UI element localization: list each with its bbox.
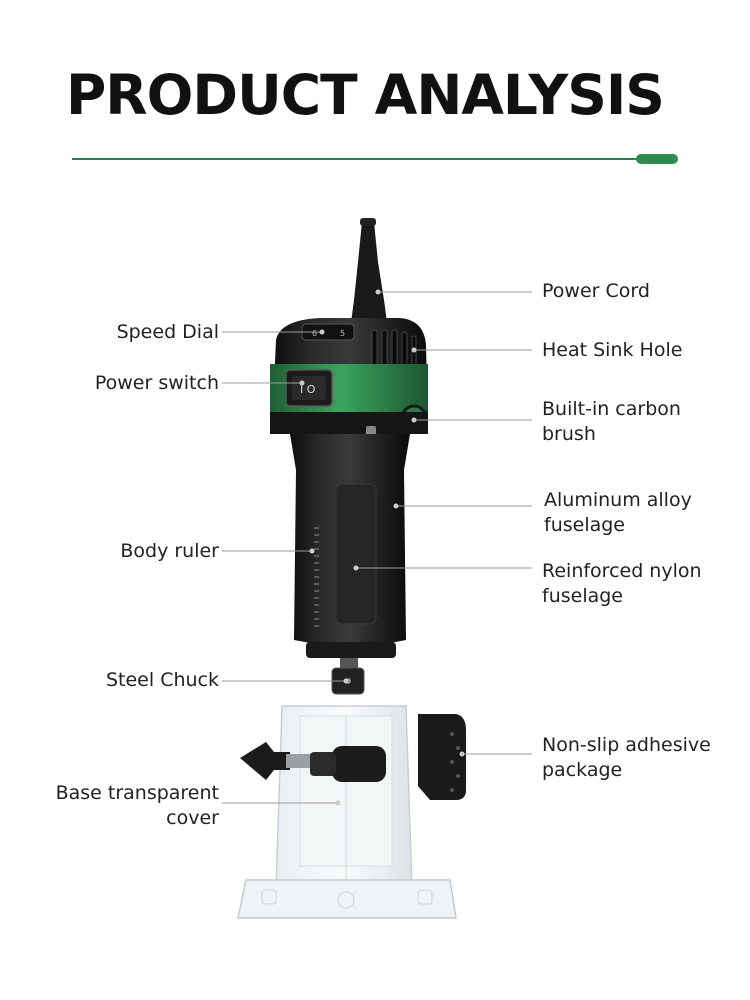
label-heat-sink-hole: Heat Sink Hole [542,339,683,361]
depth-lock-knob [240,742,290,780]
power-cord-tip [360,218,376,226]
label-nonslip-package: Non-slip adhesive package [542,734,711,781]
body-ruler-ticks [314,527,319,627]
title-divider-accent [636,154,678,164]
non-slip-adhesive-package [418,714,466,800]
label-base-cover: Base transparent cover [55,782,219,829]
speed-dial-mark-5: 5 [340,329,345,338]
power-switch-mark: I O [300,383,316,396]
label-speed-dial: Speed Dial [116,321,219,343]
label-steel-chuck: Steel Chuck [105,669,219,691]
title-divider [72,158,642,160]
label-nylon-fuselage: Reinforced nylon fuselage [542,560,702,607]
label-power-cord: Power Cord [542,280,650,302]
label-aluminum-fuselage: Aluminum alloy fuselage [544,489,692,536]
label-power-switch: Power switch [94,372,219,394]
label-carbon-brush: Built-in carbon brush [542,398,681,445]
power-cord [350,222,388,330]
base-plate [237,879,457,919]
page-title: PRODUCT ANALYSIS [66,63,665,127]
label-body-ruler: Body ruler [120,540,219,562]
clamp-knob [332,746,386,782]
speed-dial-mark-6: 6 [312,329,317,338]
